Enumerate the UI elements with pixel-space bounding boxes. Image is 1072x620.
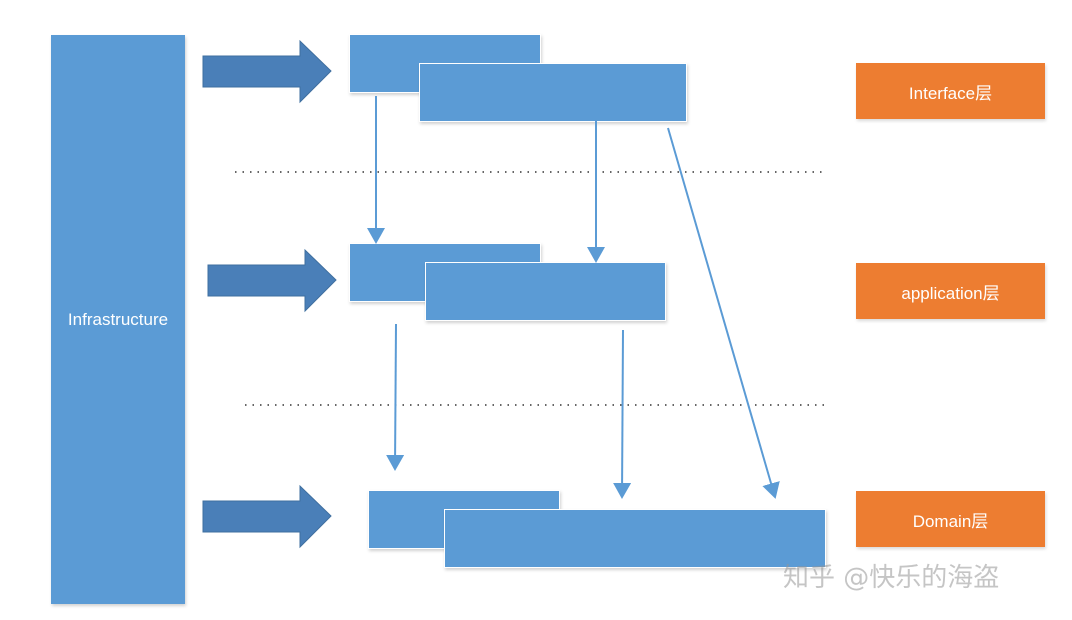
infra-arrow-interface (202, 39, 332, 104)
dependency-arrow (386, 323, 405, 471)
infra-arrow-domain (202, 484, 332, 549)
layer-label-interface: Interface层 (856, 63, 1045, 119)
domain-component-front (444, 509, 826, 568)
infra-arrow-application (207, 248, 337, 313)
dependency-arrow (667, 127, 780, 499)
infrastructure-block: Infrastructure (51, 35, 185, 604)
interface-component-front (419, 63, 687, 122)
watermark: 知乎 @快乐的海盗 (783, 563, 1000, 593)
dependency-arrow (613, 329, 632, 499)
layer-label-domain: Domain层 (856, 491, 1045, 547)
application-component-front (425, 262, 666, 321)
infrastructure-label: Infrastructure (67, 309, 169, 329)
layer-label-application: application层 (856, 263, 1045, 319)
